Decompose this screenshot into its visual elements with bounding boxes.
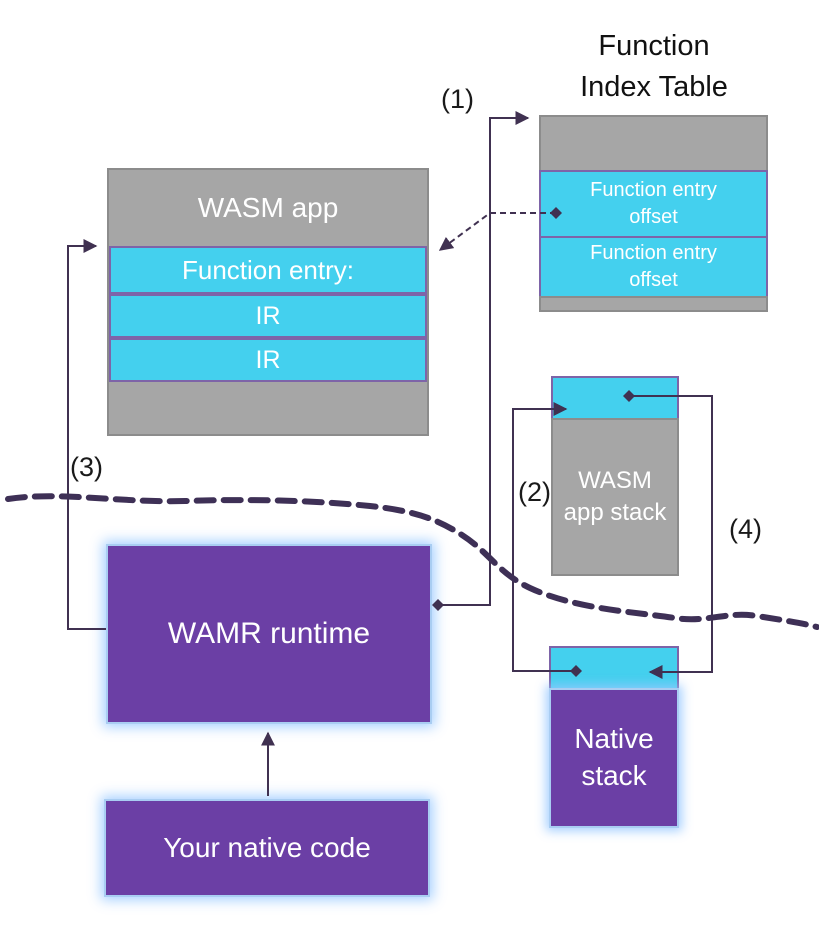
wasm-app-footer — [109, 382, 427, 434]
fit-empty-row-top — [539, 115, 768, 172]
annotation-step-1: (1) — [441, 84, 474, 114]
wasm-app-function-entry-row: Function entry: — [109, 246, 427, 294]
wasm-app-stack-label-line-2: app stack — [563, 499, 667, 526]
wasm-app-stack: WASM app stack — [551, 376, 679, 576]
fit-function-entry-offset-row-1: Function entry offset — [539, 170, 768, 238]
wasm-app-stack-top-frame — [551, 376, 679, 420]
offset-row-1-line-1: Function entry — [590, 179, 717, 201]
wasm-app-stack-label-line-1: WASM — [578, 467, 652, 495]
wamr-runtime-box: WAMR runtime — [106, 544, 432, 724]
wasm-app-box: WASM app Function entry: IR IR — [107, 168, 429, 436]
wasm-app-ir-row-1: IR — [109, 294, 427, 338]
annotation-step-3: (3) — [70, 452, 103, 482]
wasm-app-header: WASM app — [197, 192, 339, 223]
annotation-step-2: (2) — [518, 477, 551, 507]
offset-row-1-line-2: offset — [629, 206, 678, 228]
native-stack-body: Native stack — [549, 688, 679, 828]
native-stack: Native stack — [549, 646, 679, 828]
title-line-2: Index Table — [580, 71, 728, 103]
connector-runtime-to-index-table — [432, 111, 530, 611]
fit-function-entry-offset-row-2: Function entry offset — [539, 236, 768, 298]
native-code-box: Your native code — [104, 799, 430, 897]
title-line-1: Function — [598, 30, 710, 62]
native-stack-label-line-1: Native — [574, 723, 654, 755]
offset-row-2-line-1: Function entry — [590, 242, 717, 264]
function-index-table: Function entry offset Function entry off… — [539, 115, 768, 312]
fit-empty-row-bottom — [539, 296, 768, 312]
native-stack-top-frame — [549, 646, 679, 690]
wasm-app-stack-body: WASM app stack — [551, 418, 679, 576]
offset-row-2-line-2: offset — [629, 269, 678, 291]
connector-runtime-to-wasm-app — [67, 239, 106, 630]
function-index-table-title: Function Index Table — [538, 26, 770, 108]
native-stack-label-line-2: stack — [581, 760, 647, 791]
annotation-step-4: (4) — [729, 514, 762, 544]
wasm-app-ir-row-2: IR — [109, 338, 427, 382]
